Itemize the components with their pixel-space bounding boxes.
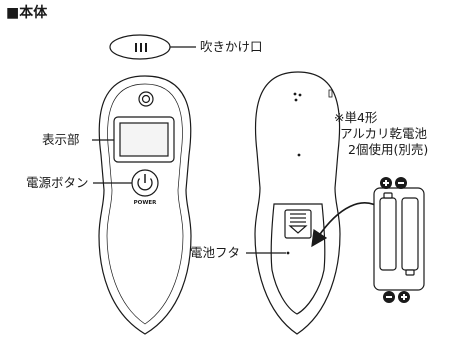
display-label: 表示部: [42, 132, 80, 147]
power-button-label: 電源ボタン: [26, 175, 89, 190]
battery-note: ※単4形 アルカリ乾電池 2個使用(別売): [334, 110, 428, 158]
device-back-drawing: [246, 71, 341, 335]
battery-note-line1: ※単4形: [334, 110, 378, 125]
mouthpiece-drawing: [109, 34, 196, 60]
polarity-symbols: [380, 177, 410, 303]
power-caption: POWER: [134, 200, 158, 206]
battery-note-line2: アルカリ乾電池: [340, 126, 428, 141]
battery-note-line3: 2個使用(別売): [348, 142, 429, 157]
battery-cover-label: 電池フタ: [190, 245, 241, 260]
section-heading: ■本体: [6, 5, 48, 21]
device-front-drawing: [92, 75, 192, 335]
batteries-drawing: [373, 187, 425, 291]
mouthpiece-label: 吹きかけ口: [200, 39, 263, 54]
